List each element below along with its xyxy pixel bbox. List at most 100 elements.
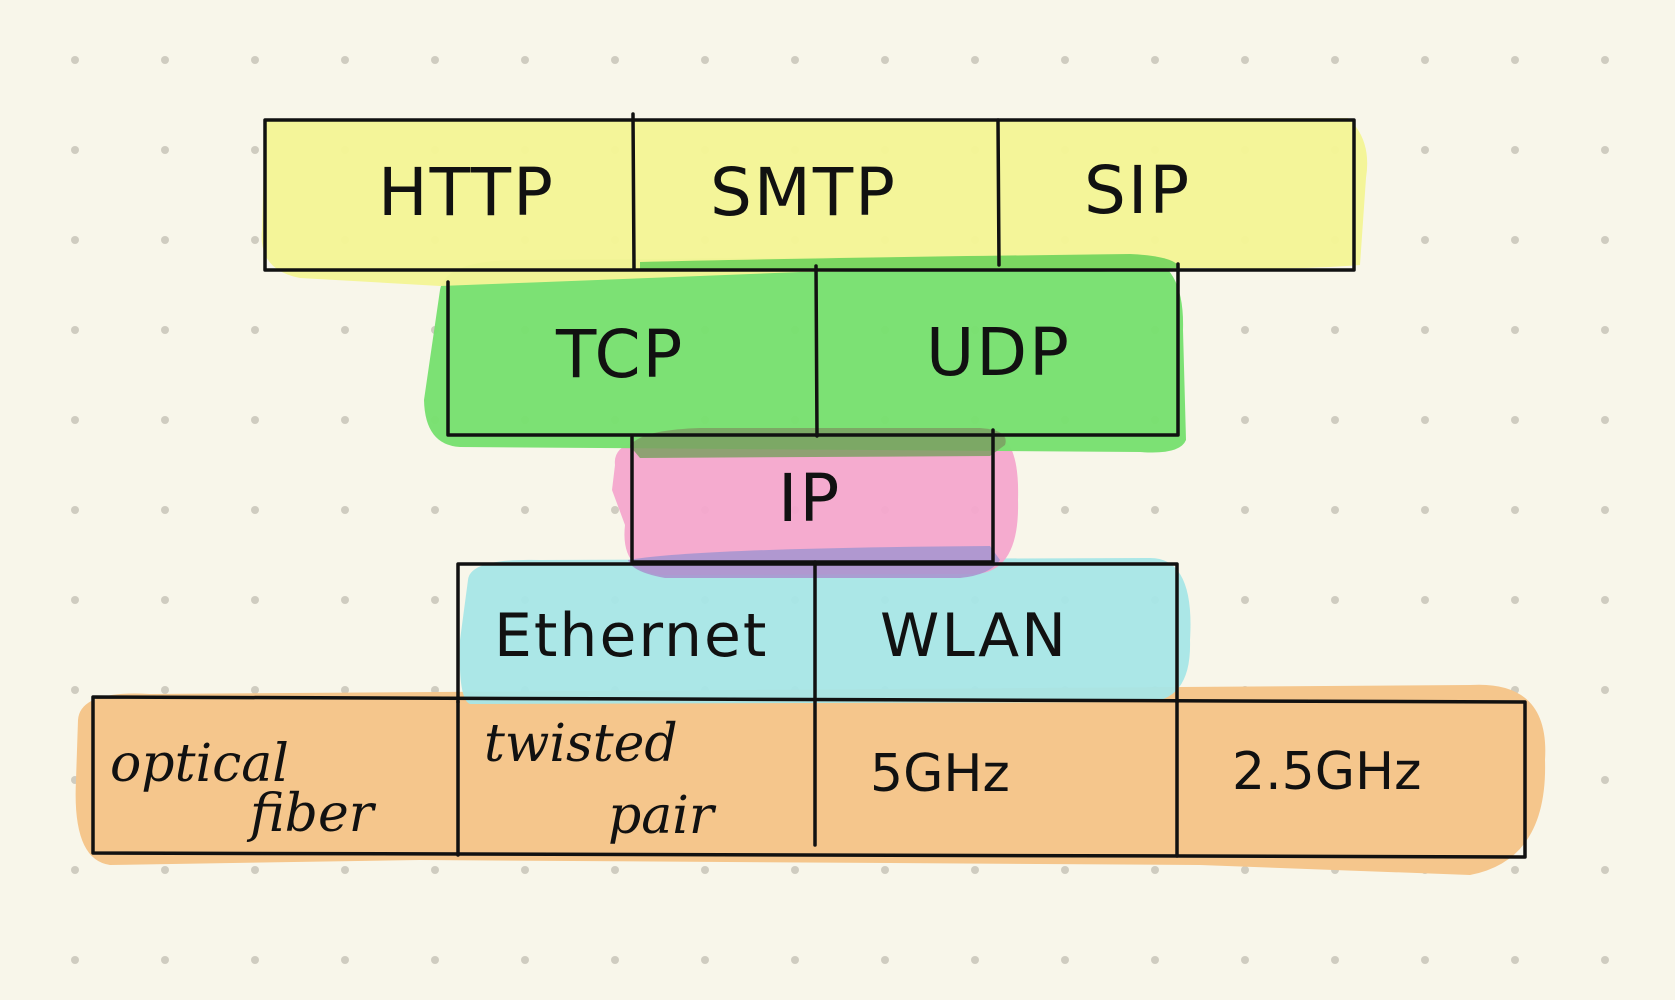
grid-dot bbox=[251, 596, 259, 604]
grid-dot bbox=[1601, 686, 1609, 694]
grid-dot bbox=[71, 146, 79, 154]
grid-dot bbox=[701, 866, 709, 874]
grid-dot bbox=[1421, 236, 1429, 244]
grid-dot bbox=[251, 866, 259, 874]
tcp-label: TCP bbox=[556, 316, 685, 393]
grid-dot bbox=[1421, 326, 1429, 334]
grid-dot bbox=[71, 686, 79, 694]
transport-layer-highlight bbox=[424, 255, 1186, 453]
sip-label: SIP bbox=[1084, 152, 1192, 229]
grid-dot bbox=[71, 956, 79, 964]
grid-dot bbox=[1601, 866, 1609, 874]
grid-dot bbox=[791, 956, 799, 964]
grid-dot bbox=[1601, 596, 1609, 604]
grid-dot bbox=[701, 956, 709, 964]
grid-dot bbox=[1511, 956, 1519, 964]
grid-dot bbox=[161, 236, 169, 244]
grid-dot bbox=[1601, 956, 1609, 964]
grid-dot bbox=[1241, 56, 1249, 64]
grid-dot bbox=[161, 596, 169, 604]
grid-dot bbox=[1511, 326, 1519, 334]
grid-dot bbox=[1421, 56, 1429, 64]
smtp-label: SMTP bbox=[710, 154, 897, 231]
grid-dot bbox=[881, 956, 889, 964]
grid-dot bbox=[1331, 56, 1339, 64]
grid-dot bbox=[1331, 326, 1339, 334]
pair-label: pair bbox=[608, 786, 714, 846]
grid-dot bbox=[1151, 956, 1159, 964]
grid-dot bbox=[1331, 956, 1339, 964]
grid-dot bbox=[341, 416, 349, 424]
grid-dot bbox=[161, 866, 169, 874]
grid-dot bbox=[1331, 416, 1339, 424]
grid-dot bbox=[1421, 146, 1429, 154]
link-layer-highlight bbox=[459, 558, 1191, 704]
grid-dot bbox=[431, 956, 439, 964]
grid-dot bbox=[431, 506, 439, 514]
grid-dot bbox=[971, 866, 979, 874]
grid-dot bbox=[251, 506, 259, 514]
grid-dot bbox=[251, 686, 259, 694]
grid-dot bbox=[251, 236, 259, 244]
transport-layer-box bbox=[446, 262, 1180, 437]
grid-dot bbox=[611, 956, 619, 964]
grid-dot bbox=[71, 866, 79, 874]
grid-dot bbox=[1241, 326, 1249, 334]
grid-dot bbox=[161, 506, 169, 514]
grid-dot bbox=[431, 56, 439, 64]
fiber-label: fiber bbox=[250, 784, 374, 844]
network-layer-box bbox=[630, 428, 995, 564]
grid-dot bbox=[1421, 596, 1429, 604]
grid-dot bbox=[1331, 506, 1339, 514]
grid-dot bbox=[1151, 56, 1159, 64]
grid-dot bbox=[71, 56, 79, 64]
grid-dot bbox=[1151, 866, 1159, 874]
grid-dot bbox=[1511, 416, 1519, 424]
grid-dot bbox=[1601, 416, 1609, 424]
physical-layer-box bbox=[91, 695, 1527, 859]
grid-dot bbox=[521, 956, 529, 964]
grid-dot bbox=[701, 56, 709, 64]
grid-dot bbox=[881, 56, 889, 64]
grid-dot bbox=[1511, 236, 1519, 244]
tcp-udp-divider bbox=[814, 264, 819, 438]
grid-dot bbox=[1511, 146, 1519, 154]
grid-dot bbox=[341, 686, 349, 694]
application-layer-highlight bbox=[261, 118, 1368, 286]
grid-dot bbox=[1241, 596, 1249, 604]
grid-dot bbox=[1511, 596, 1519, 604]
grid-dot bbox=[161, 956, 169, 964]
grid-dot bbox=[251, 416, 259, 424]
udp-label: UDP bbox=[926, 314, 1071, 391]
twisted-label: twisted bbox=[484, 714, 678, 774]
grid-dot bbox=[1061, 866, 1069, 874]
application-layer-box bbox=[263, 118, 1356, 272]
grid-dot bbox=[1601, 776, 1609, 784]
grid-dot bbox=[341, 866, 349, 874]
http-smtp-divider bbox=[631, 112, 636, 270]
grid-dot bbox=[1601, 506, 1609, 514]
grid-dot bbox=[341, 56, 349, 64]
grid-dot bbox=[1241, 506, 1249, 514]
grid-dot bbox=[1241, 416, 1249, 424]
grid-dot bbox=[521, 56, 529, 64]
grid-dot bbox=[251, 146, 259, 154]
grid-dot bbox=[971, 956, 979, 964]
grid-dot bbox=[1331, 596, 1339, 604]
grid-dot bbox=[161, 326, 169, 334]
grid-dot bbox=[1061, 56, 1069, 64]
grid-dot bbox=[611, 56, 619, 64]
grid-dot bbox=[1061, 956, 1069, 964]
grid-dot bbox=[1601, 326, 1609, 334]
grid-dot bbox=[251, 56, 259, 64]
2-5ghz-label: 2.5GHz bbox=[1232, 742, 1422, 802]
grid-dot bbox=[1511, 506, 1519, 514]
grid-dot bbox=[431, 866, 439, 874]
grid-dot bbox=[1601, 236, 1609, 244]
grid-dot bbox=[1241, 956, 1249, 964]
grid-dot bbox=[791, 56, 799, 64]
grid-dot bbox=[251, 956, 259, 964]
grid-dot bbox=[1601, 56, 1609, 64]
grid-dot bbox=[521, 506, 529, 514]
grid-dot bbox=[1061, 506, 1069, 514]
